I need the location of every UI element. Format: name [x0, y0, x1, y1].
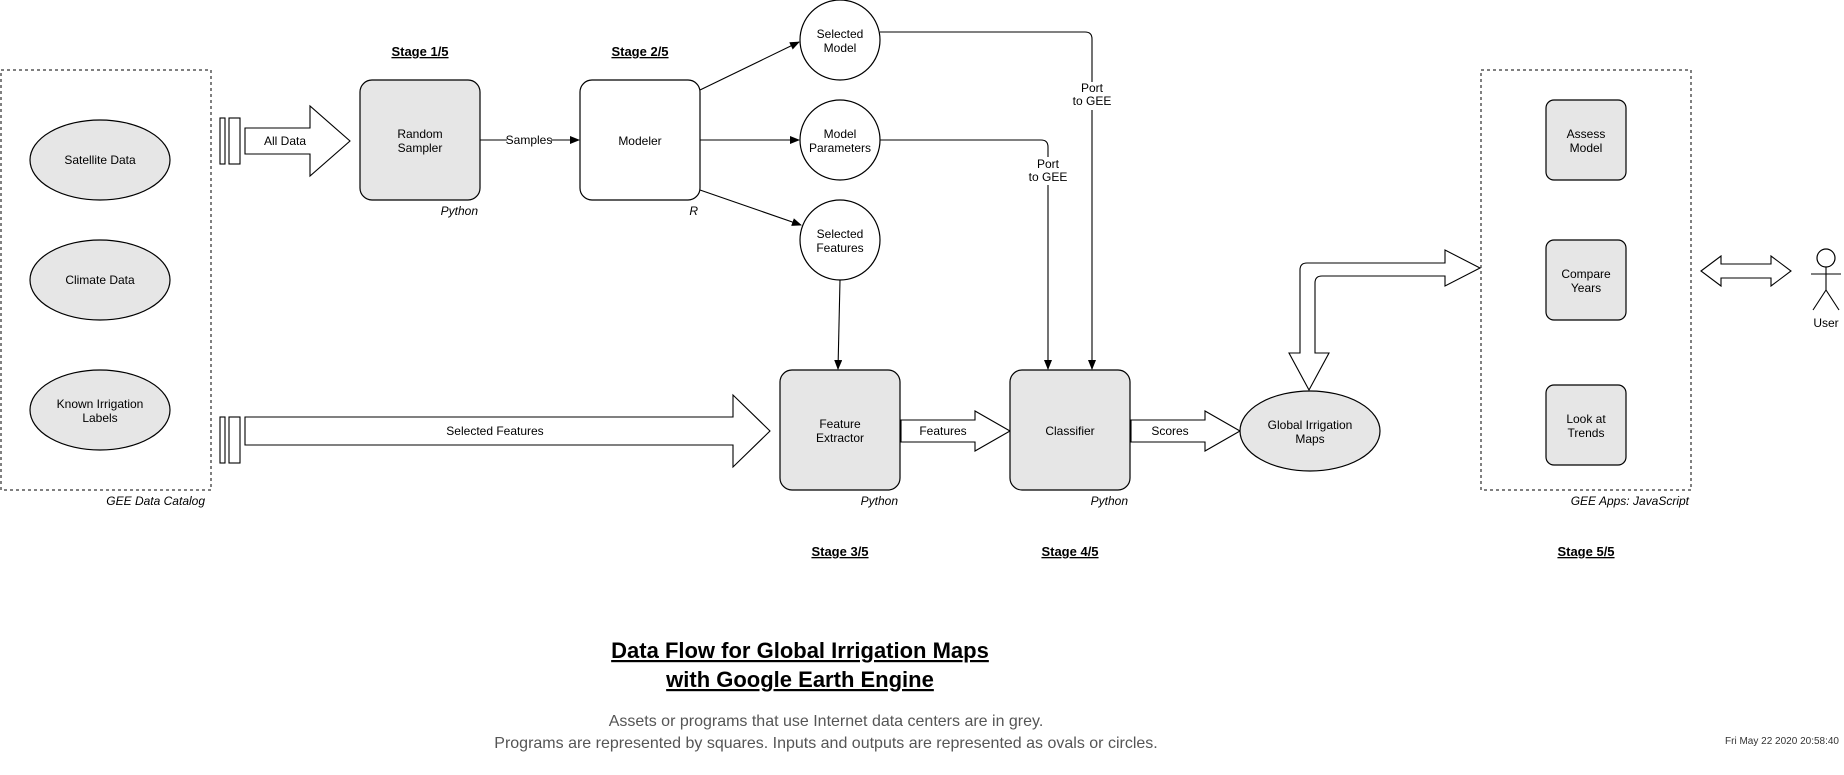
apps-user-double-arrow — [1700, 254, 1792, 288]
port-to-gee-label-2b: to GEE — [1029, 170, 1068, 184]
app-look-at-trends: Look at Trends — [1545, 384, 1627, 466]
catalog-item-climate-data: Climate Data — [29, 239, 171, 321]
app-assess-model: Assess Model — [1545, 99, 1627, 181]
feature-extractor-node: Feature Extractor — [779, 369, 901, 491]
features-label: Features — [919, 424, 966, 438]
note-line1: Assets or programs that use Internet dat… — [609, 713, 1044, 730]
modeler-lang: R — [689, 204, 698, 218]
catalog-caption: GEE Data Catalog — [106, 494, 205, 508]
catalog-item-known-irrigation-labels: Known Irrigation Labels — [29, 369, 171, 451]
classifier-lang: Python — [1091, 494, 1129, 508]
timestamp: Fri May 22 2020 20:58:40 — [1725, 736, 1839, 747]
svg-text:Feature: Feature — [819, 417, 861, 431]
model-parameters-node: Model Parameters — [799, 99, 881, 181]
scores-label: Scores — [1151, 424, 1188, 438]
scores-arrow: Scores — [1130, 410, 1242, 452]
svg-text:Parameters: Parameters — [809, 141, 871, 155]
gee-apps-container — [1480, 69, 1692, 491]
apps-caption: GEE Apps: JavaScript — [1571, 494, 1690, 508]
feature-extractor-lang: Python — [861, 494, 899, 508]
port-to-gee-label-2: Port — [1037, 157, 1060, 171]
modeler-to-selected-features-edge — [699, 189, 802, 226]
svg-text:Classifier: Classifier — [1045, 424, 1094, 438]
stage-3-label: Stage 3/5 — [811, 544, 868, 559]
svg-text:Features: Features — [816, 241, 863, 255]
svg-text:Compare: Compare — [1561, 267, 1611, 281]
selected-features-to-extractor-edge — [834, 279, 843, 370]
svg-text:Samples: Samples — [506, 133, 553, 147]
svg-text:Global Irrigation: Global Irrigation — [1268, 418, 1353, 432]
diagram-title-line2: with Google Earth Engine — [665, 667, 934, 692]
svg-text:Random: Random — [397, 127, 442, 141]
svg-text:Trends: Trends — [1568, 426, 1605, 440]
port-to-gee-label-1b: to GEE — [1073, 94, 1112, 108]
svg-text:Known Irrigation: Known Irrigation — [57, 397, 144, 411]
svg-text:Assess: Assess — [1567, 127, 1606, 141]
selected-model-port-edge — [880, 31, 1096, 370]
all-data-arrow: All Data — [219, 104, 351, 178]
svg-text:Selected: Selected — [817, 227, 864, 241]
svg-text:Climate Data: Climate Data — [65, 273, 135, 287]
features-arrow: Features — [900, 410, 1012, 452]
selected-model-node: Selected Model — [799, 0, 881, 81]
classifier-node: Classifier — [1009, 369, 1131, 491]
stage-2-label: Stage 2/5 — [611, 44, 668, 59]
diagram-title-line1: Data Flow for Global Irrigation Maps — [611, 638, 989, 663]
port-to-gee-label-1: Port — [1081, 81, 1104, 95]
all-data-label: All Data — [264, 134, 306, 148]
user-label: User — [1813, 316, 1838, 330]
random-sampler-lang: Python — [441, 204, 479, 218]
samples-edge: Samples — [480, 132, 580, 147]
selected-features-flow-label: Selected Features — [446, 424, 543, 438]
stage-5-label: Stage 5/5 — [1557, 544, 1614, 559]
svg-text:Satellite Data: Satellite Data — [64, 153, 136, 167]
svg-text:Sampler: Sampler — [398, 141, 443, 155]
catalog-item-satellite-data: Satellite Data — [29, 119, 171, 201]
svg-text:Modeler: Modeler — [618, 134, 661, 148]
model-parameters-port-edge — [880, 139, 1052, 370]
user-icon — [1811, 248, 1841, 311]
svg-text:Years: Years — [1571, 281, 1601, 295]
svg-text:Model: Model — [1570, 141, 1603, 155]
note-line2: Programs are represented by squares. Inp… — [494, 735, 1157, 752]
svg-text:Model: Model — [824, 41, 857, 55]
app-compare-years: Compare Years — [1545, 239, 1627, 321]
svg-text:Extractor: Extractor — [816, 431, 864, 445]
svg-text:Labels: Labels — [82, 411, 117, 425]
svg-text:Selected: Selected — [817, 27, 864, 41]
stage-1-label: Stage 1/5 — [391, 44, 448, 59]
selected-features-node: Selected Features — [799, 199, 881, 281]
maps-apps-elbow-arrow — [1288, 249, 1482, 392]
svg-text:Model: Model — [824, 127, 857, 141]
gee-data-catalog-container — [0, 69, 212, 491]
modeler-node: Modeler — [579, 79, 701, 201]
svg-text:Look at: Look at — [1566, 412, 1606, 426]
selected-features-flow-arrow: Selected Features — [219, 393, 771, 469]
modeler-to-selected-model-edge — [699, 41, 800, 91]
random-sampler-node: Random Sampler — [359, 79, 481, 201]
stage-4-label: Stage 4/5 — [1041, 544, 1098, 559]
svg-text:Maps: Maps — [1295, 432, 1324, 446]
global-irrigation-maps-node: Global Irrigation Maps — [1239, 390, 1381, 472]
